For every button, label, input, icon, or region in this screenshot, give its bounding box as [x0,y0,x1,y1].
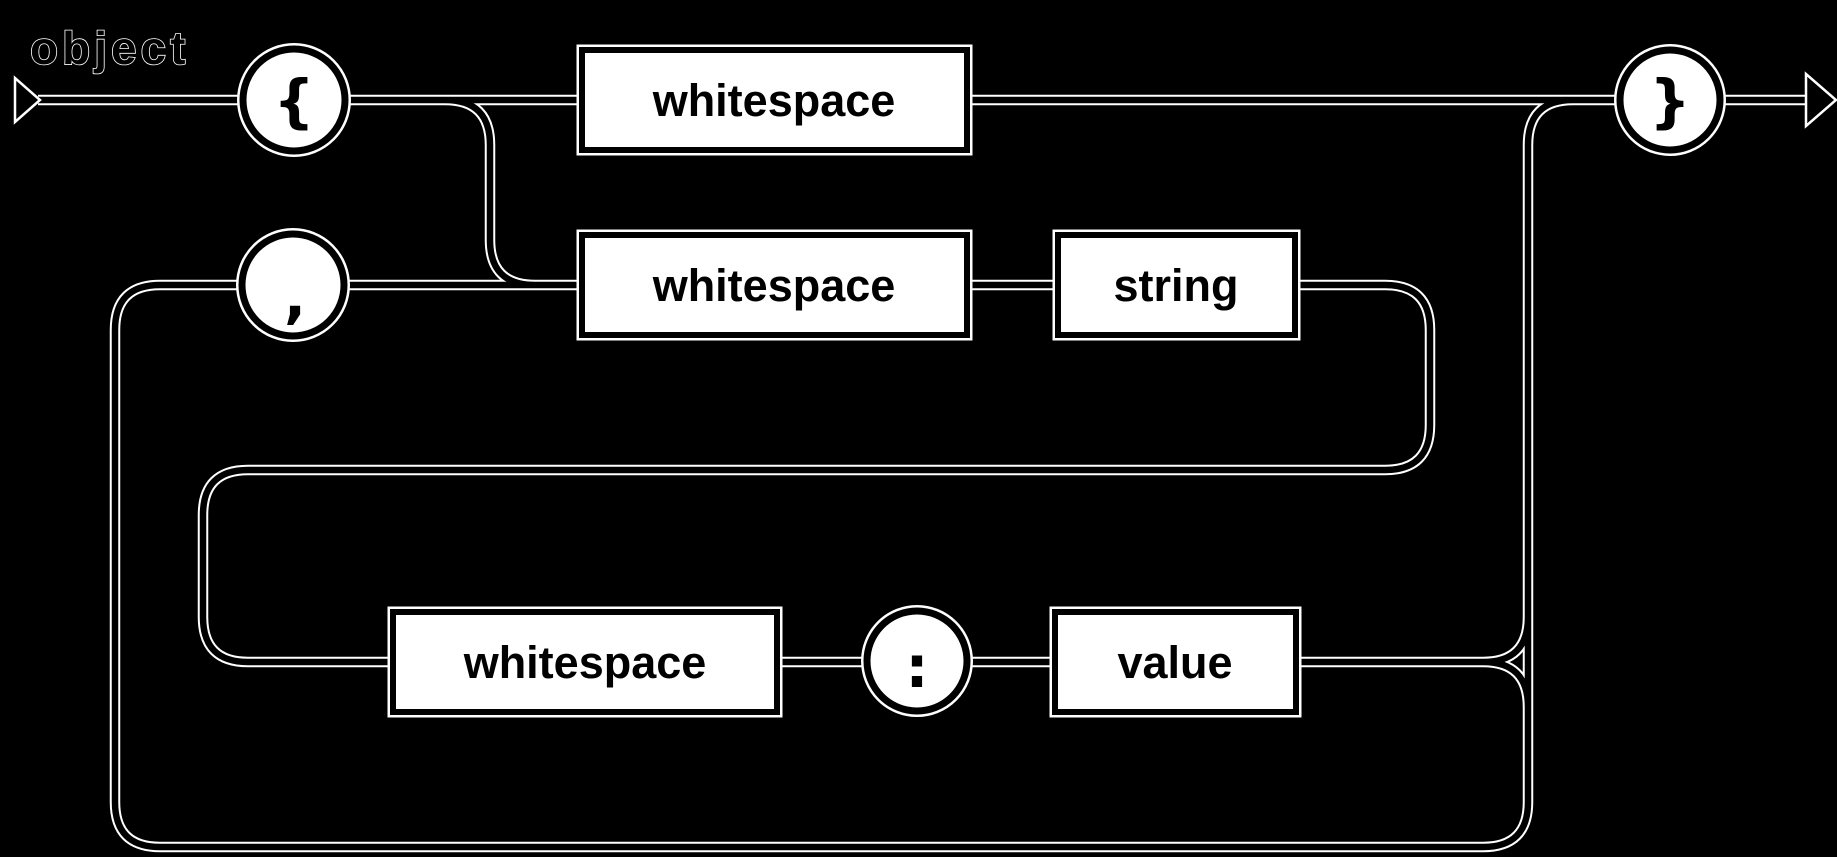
terminal-circle [863,607,971,715]
nonterminal-label: whitespace [463,637,707,688]
terminal-label: : [905,633,928,701]
nonterminal-whitespace-top: whitespace [576,44,973,156]
nonterminal-box [390,609,780,715]
connector-lines [38,100,1808,847]
terminal-comma: , [236,228,350,342]
terminal-open-brace: { [237,43,351,157]
nonterminal-whitespace-bottom: whitespace [387,606,783,718]
terminal-label: , [284,263,306,331]
end-arrow-icon [1804,71,1837,129]
diagram-title: object [30,22,189,74]
start-arrow-icon [13,75,42,125]
nonterminal-whitespace-middle: whitespace [576,229,973,341]
terminal-circle [1616,46,1724,154]
terminal-circle [238,230,348,340]
terminal-close-brace: } [1614,44,1726,156]
terminal-circle [239,45,349,155]
terminal-label: } [1649,67,1690,135]
nonterminal-box [1052,609,1299,715]
nonterminal-box [579,47,970,153]
nonterminal-box [579,232,970,338]
terminal-label: { [273,67,314,135]
nonterminal-string: string [1052,229,1301,341]
nonterminal-label: whitespace [652,75,896,126]
nonterminal-label: whitespace [652,260,896,311]
nonterminal-value: value [1049,606,1302,718]
nonterminal-label: string [1113,260,1238,311]
nonterminal-label: value [1117,637,1232,688]
terminal-colon: : [861,605,973,717]
nonterminal-box [1055,232,1298,338]
